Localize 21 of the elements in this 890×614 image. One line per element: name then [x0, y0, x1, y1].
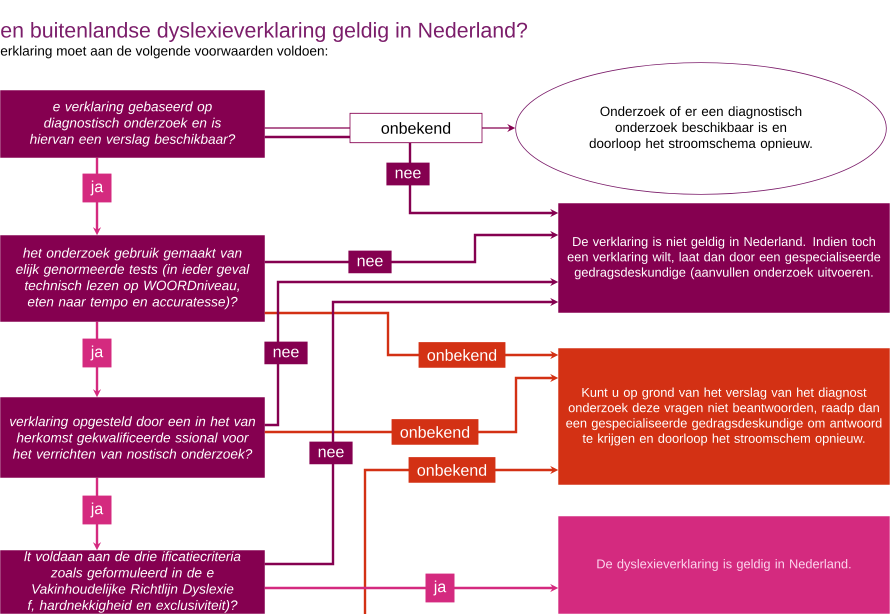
subtitle: erklaring moet aan de volgende voorwaarden voldoen: — [0, 46, 328, 58]
edge-label: nee — [264, 342, 308, 364]
result-box: De dyslexieverklaring is geldig in Nederland. — [558, 516, 890, 614]
edge-label: ja — [82, 338, 112, 368]
edge-label: onbekend — [408, 457, 496, 483]
edge-label: nee — [309, 442, 353, 464]
result-box: De verklaring is niet geldig in Nederland. Indien toch een verklaring wilt, laat dan door een gespecialiseerde gedragsdeskundige (aanvullen onderzoek uitvoeren. — [558, 203, 890, 313]
edge-label: ja — [426, 574, 454, 602]
edge-label: onbekend — [350, 112, 482, 144]
title: en buitenlandse dyslexieverklaring geldig in Nederland? — [1, 22, 528, 42]
edge-label: nee — [386, 162, 430, 186]
question-box: verklaring opgesteld door een in het van herkomst gekwalificeerde ssional voor het verrichten van nostisch onderzoek? — [0, 397, 265, 478]
edge-label: nee — [348, 250, 392, 274]
question-box: het onderzoek gebruik gemaakt van elijk genormeerde tests (in ieder geval technisch lezen op WOORDniveau, eten naar tempo en accuratesse)? — [0, 235, 265, 322]
question-box: lt voldaan aan de drie ificatiecriteria zoals geformuleerd in de e Vakinhoudelijke Richtlijn Dyslexie f, hardnekkigheid en exclusiviteit)? — [0, 550, 265, 614]
edge-label: onbekend — [392, 419, 478, 445]
edge-label: ja — [82, 496, 112, 524]
question-box: e verklaring gebaseerd op diagnostisch onderzoek en is hiervan een verslag beschikbaar? — [0, 90, 265, 158]
result-box: Kunt u op grond van het verslag van het diagnost onderzoek deze vragen niet beantwoorden, raadp dan een gespecialiseerde gedragsdeskundige om antwoord te krijgen en doorloop het stroomschem opnieuw. — [558, 348, 890, 485]
edge-label: ja — [82, 174, 112, 202]
edge-label: onbekend — [418, 342, 506, 368]
